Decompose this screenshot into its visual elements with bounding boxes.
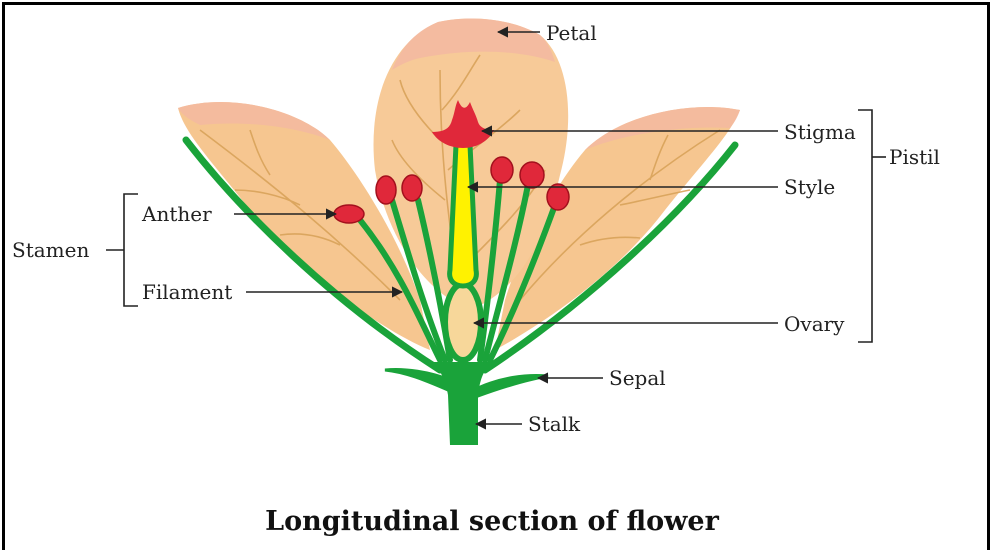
label-stigma: Stigma [784,120,856,144]
style [450,145,477,286]
label-style: Style [784,175,835,199]
anther [334,205,364,223]
stalk [432,362,492,445]
diagram-title: Longitudinal section of flower [265,506,719,537]
label-filament: Filament [142,280,232,304]
anther [402,175,422,201]
anther [491,157,513,183]
label-ovary: Ovary [784,312,845,336]
label-petal: Petal [546,21,597,45]
anther [547,184,569,210]
label-anther: Anther [141,202,212,226]
anther [520,162,544,188]
label-stamen: Stamen [12,238,89,262]
label-stalk: Stalk [528,412,581,436]
label-sepal: Sepal [609,366,666,390]
sepal-right [478,376,548,397]
anther [376,176,396,204]
label-pistil: Pistil [889,145,940,169]
